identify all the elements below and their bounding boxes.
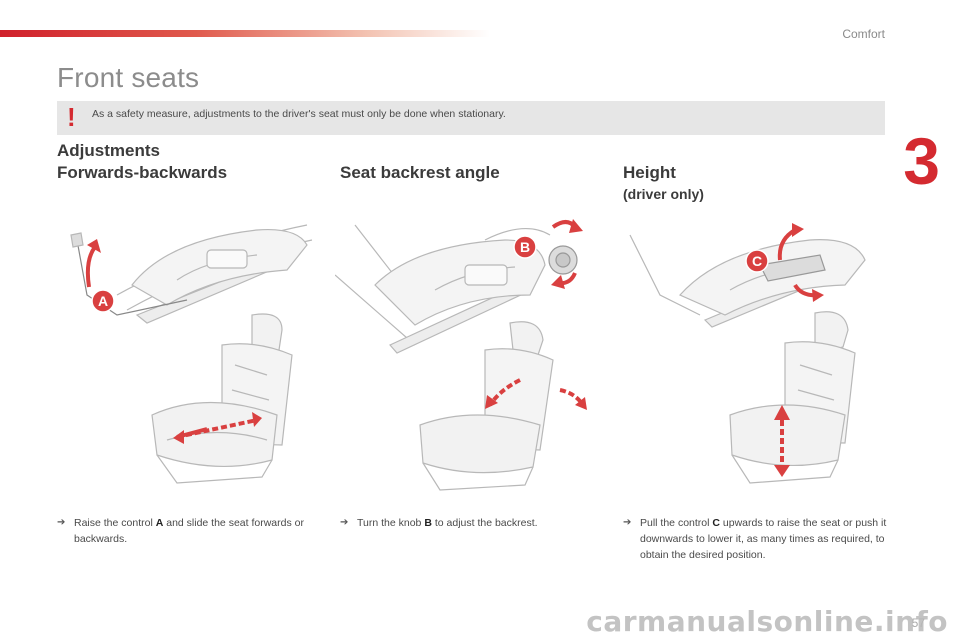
instruction-height: ➔ Pull the control C upwards to raise th…	[623, 517, 887, 561]
page-number: 57	[911, 616, 925, 630]
watermark: carmanualsonline.info	[586, 605, 948, 638]
callout-a: A	[98, 293, 108, 309]
callout-c: C	[752, 253, 762, 269]
driver-only-subheading: (driver only)	[623, 186, 704, 202]
arrow-bullet-icon: ➔	[57, 517, 66, 528]
backrest-angle-illustration: B	[335, 219, 587, 491]
safety-warning: ! As a safety measure, adjustments to th…	[57, 101, 885, 135]
page-title: Front seats	[57, 62, 200, 93]
section-label: Comfort	[842, 27, 885, 41]
arrow-bullet-icon: ➔	[623, 517, 632, 528]
backrest-angle-heading: Seat backrest angle	[340, 163, 500, 182]
chapter-number: 3	[903, 124, 940, 198]
warning-text: As a safety measure, adjustments to the …	[92, 108, 506, 120]
height-illustration: C	[629, 223, 866, 484]
header-accent-bar	[0, 30, 490, 37]
exclamation-icon: !	[67, 102, 76, 132]
arrow-bullet-icon: ➔	[340, 517, 349, 528]
height-heading: Height	[623, 163, 676, 182]
instruction-forwards-backwards: ➔ Raise the control A and slide the seat…	[57, 517, 304, 545]
adjustments-heading: Adjustments	[57, 141, 160, 160]
forwards-backwards-illustration: A	[70, 224, 313, 484]
callout-b: B	[520, 239, 530, 255]
forwards-backwards-heading: Forwards-backwards	[57, 163, 228, 182]
instruction-backrest-angle: ➔ Turn the knob B to adjust the backrest…	[340, 517, 538, 529]
